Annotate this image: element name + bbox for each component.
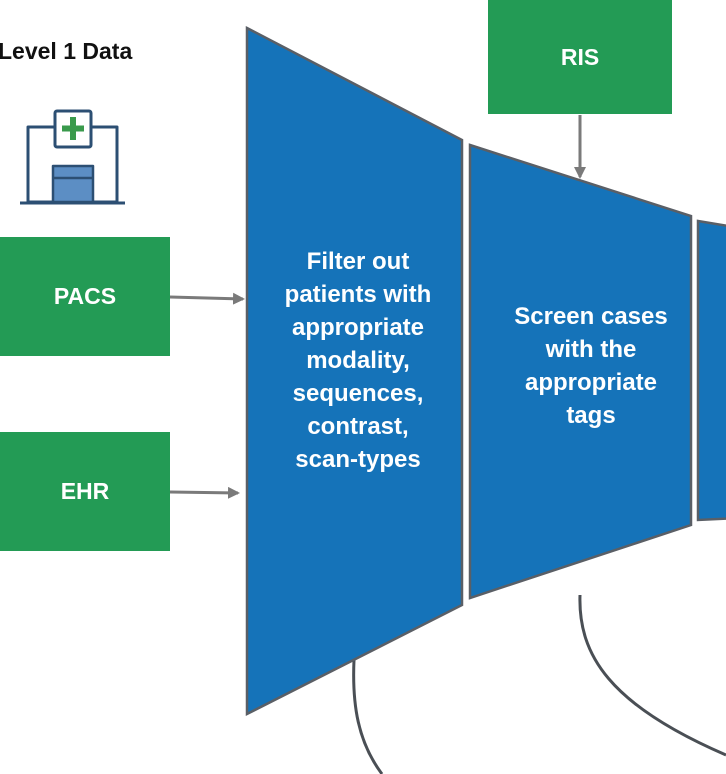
pacs-box: PACS	[0, 237, 170, 356]
ehr-arrow	[169, 486, 240, 499]
funnel-stage-3	[696, 219, 726, 522]
output-curve-right	[578, 594, 726, 757]
funnel-stage-1	[245, 25, 464, 717]
page-title: Level 1 Data	[0, 38, 133, 64]
pacs-label: PACS	[53, 283, 117, 309]
pacs-arrow	[169, 292, 245, 305]
funnel-stage-2	[468, 143, 693, 600]
ehr-box: EHR	[0, 432, 170, 551]
stage-2-label: Screen cases with the appropriate tags	[514, 303, 668, 429]
ris-box: RIS	[488, 0, 672, 114]
hospital-icon	[20, 109, 125, 205]
output-curve-left	[352, 659, 384, 774]
ehr-label: EHR	[60, 478, 110, 504]
ris-label: RIS	[560, 43, 600, 70]
stage-1-label: Filter out patients with appropriate mod…	[284, 247, 432, 473]
